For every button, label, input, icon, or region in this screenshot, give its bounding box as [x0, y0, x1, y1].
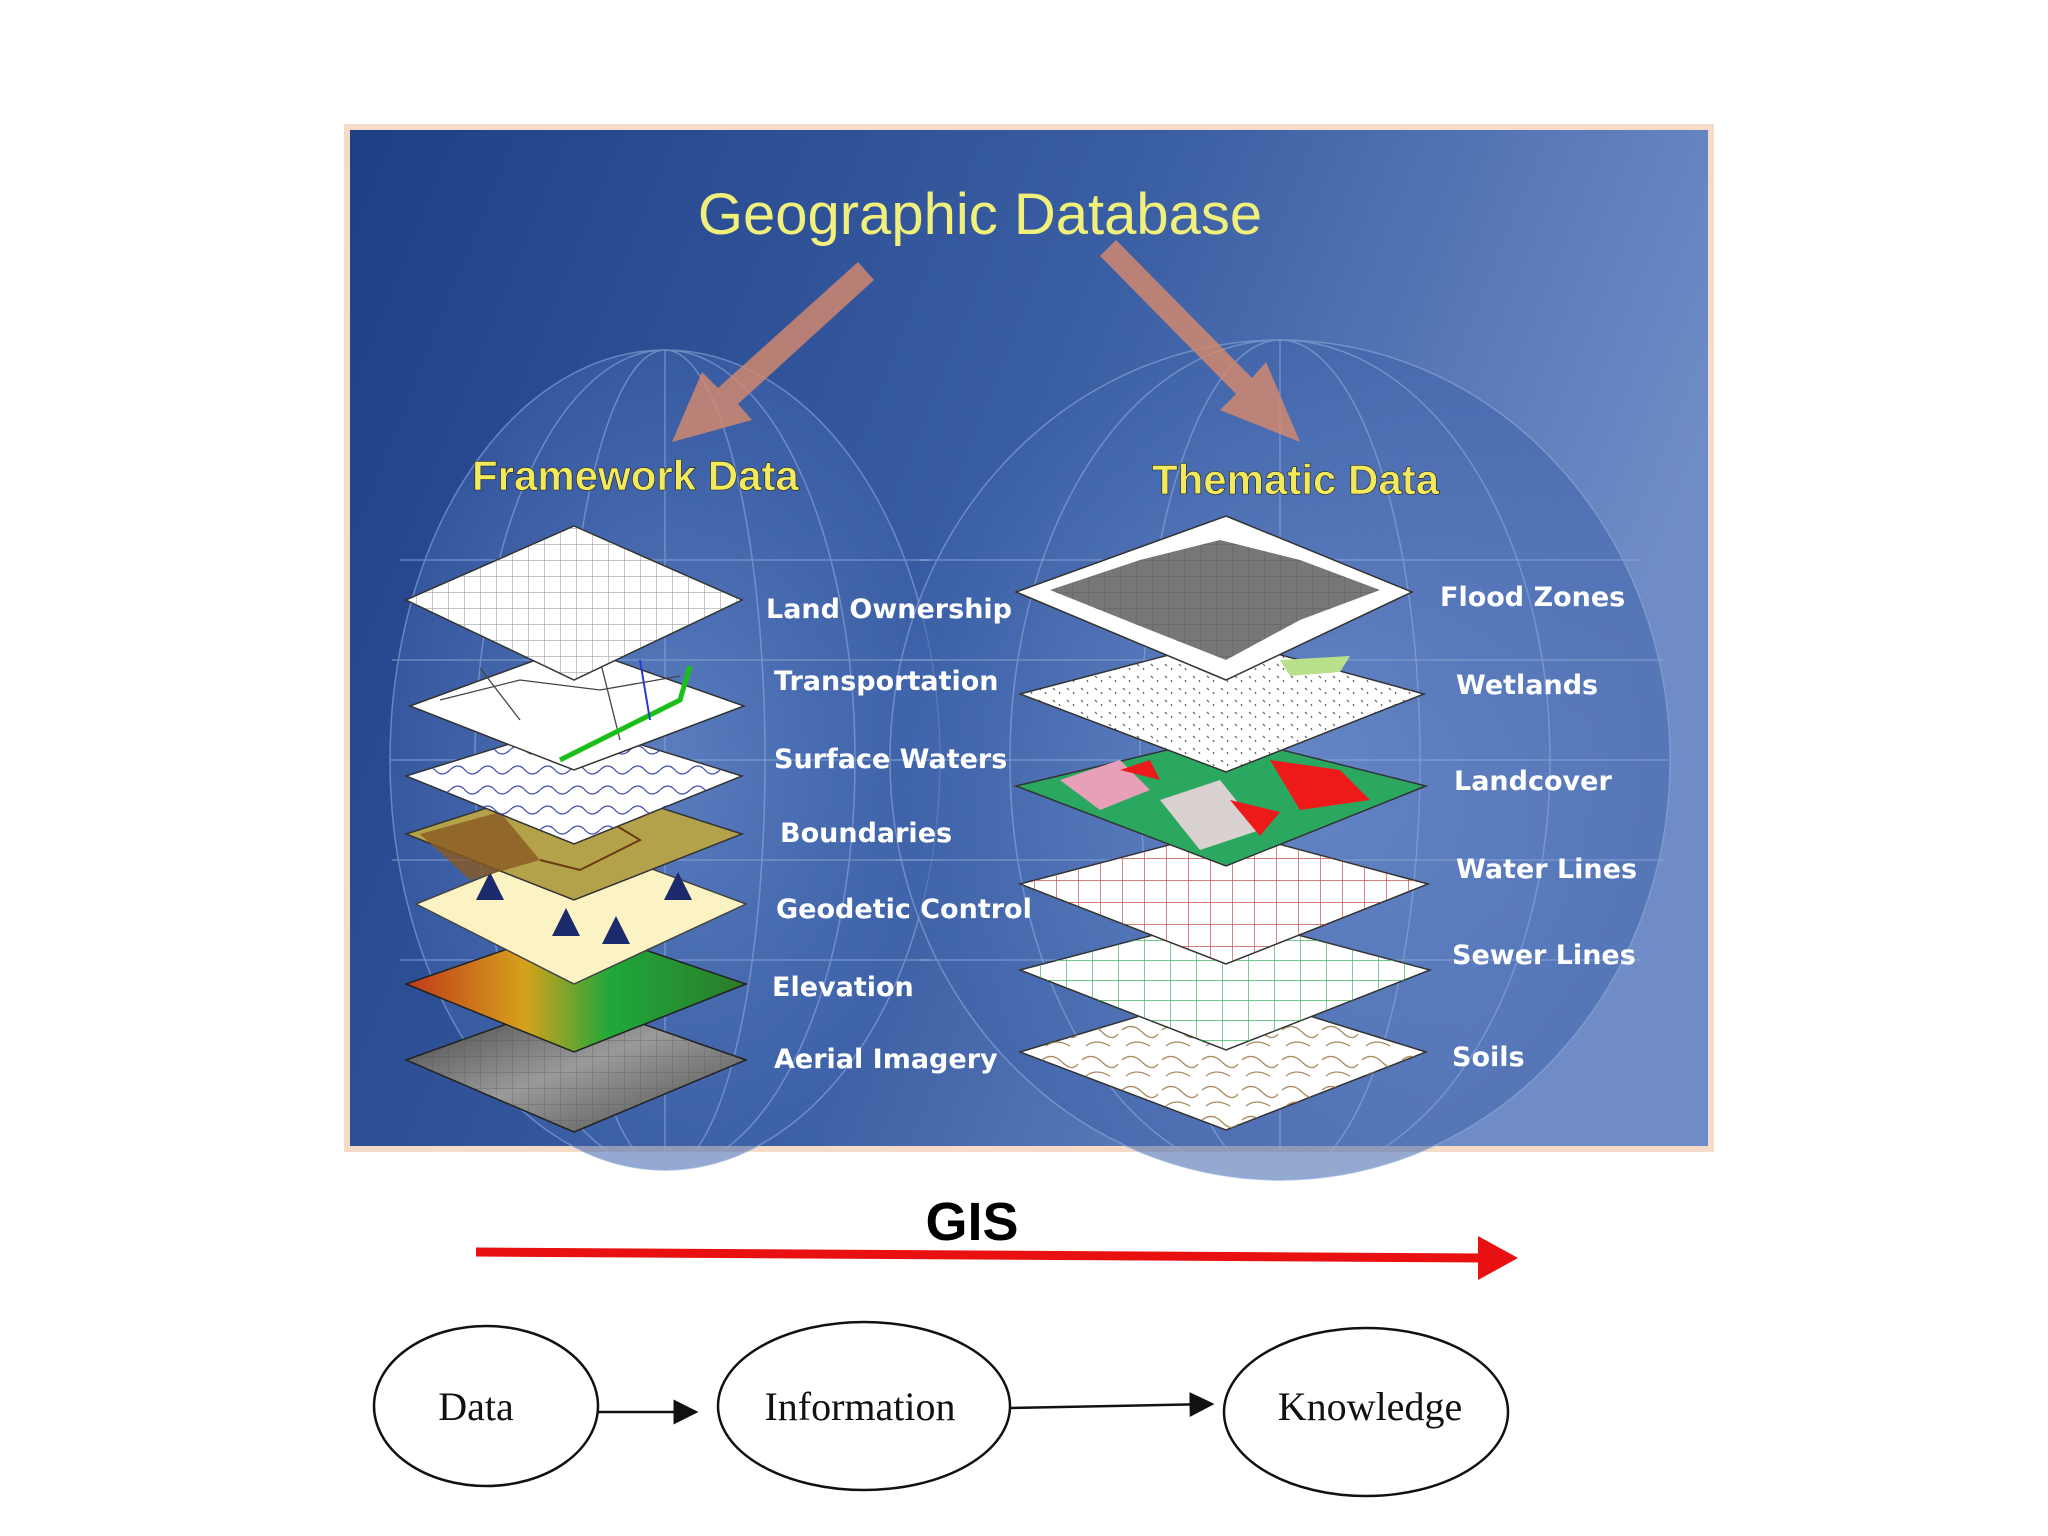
elevation-relief-layer: [403, 925, 749, 1053]
label-flood-zones: Flood Zones: [1440, 582, 1625, 613]
arrow-to-thematic: [1100, 240, 1300, 442]
flow-node-information-label: Information: [764, 1384, 955, 1429]
road-network-layer: [407, 645, 747, 771]
framework-heading: Framework Data: [472, 452, 799, 499]
arrow-to-framework: [672, 262, 874, 442]
flow-node-knowledge: Knowledge: [1222, 1326, 1510, 1498]
wetlands-layer: [1017, 639, 1427, 773]
label-transportation: Transportation: [774, 666, 999, 697]
diagram-title: Geographic Database: [698, 182, 1262, 247]
sewer-lines-layer: [1017, 915, 1433, 1051]
flow-node-data: Data: [372, 1324, 600, 1488]
label-land-ownership: Land Ownership: [766, 594, 1012, 625]
flow-node-information: Information: [716, 1320, 1012, 1492]
flow-node-knowledge-label: Knowledge: [1278, 1384, 1462, 1429]
flow-arrow-information-knowledge: [1009, 1391, 1215, 1417]
thematic-layer-stack: [1013, 515, 1433, 1131]
thematic-labels: Flood Zones Wetlands Landcover Water Lin…: [1440, 582, 1637, 1073]
label-boundaries: Boundaries: [780, 818, 952, 849]
landcover-layer: [1013, 735, 1429, 867]
gis-label: GIS: [925, 1192, 1018, 1252]
label-surface-waters: Surface Waters: [774, 744, 1007, 775]
soils-layer: [1017, 989, 1429, 1131]
geodetic-triangles-layer: [414, 839, 748, 985]
water-lines-layer: [1017, 829, 1431, 965]
aerial-photo-layer: [403, 999, 749, 1133]
thematic-heading: Thematic Data: [1152, 456, 1440, 503]
label-soils: Soils: [1452, 1042, 1525, 1073]
label-aerial-imagery: Aerial Imagery: [774, 1044, 998, 1075]
gis-red-arrow: [475, 1236, 1518, 1280]
framework-layer-stack: [403, 525, 749, 1133]
framework-labels: Land Ownership Transportation Surface Wa…: [766, 594, 1032, 1075]
label-elevation: Elevation: [772, 972, 914, 1003]
hydrography-layer: [403, 723, 745, 845]
label-geodetic-control: Geodetic Control: [776, 894, 1032, 925]
label-landcover: Landcover: [1454, 766, 1612, 797]
parcel-map-layer: [404, 525, 744, 681]
flow-node-data-label: Data: [438, 1384, 514, 1429]
flood-zone-layer: [1013, 515, 1414, 681]
label-sewer-lines: Sewer Lines: [1452, 940, 1636, 971]
label-water-lines: Water Lines: [1456, 854, 1637, 885]
label-wetlands: Wetlands: [1456, 670, 1598, 701]
